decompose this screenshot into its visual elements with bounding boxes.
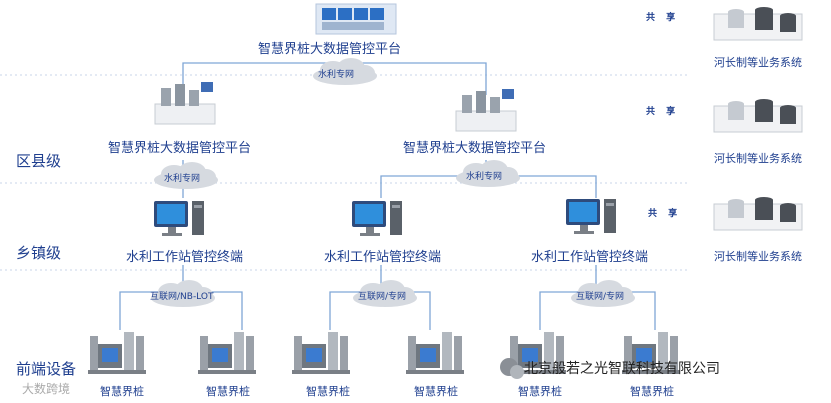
pile-label: 智慧界桩 xyxy=(630,385,674,398)
pile-label: 智慧界桩 xyxy=(414,385,458,398)
share-label: 共 享 xyxy=(646,107,680,117)
top-platform-label: 智慧界桩大数据管控平台 xyxy=(258,42,402,57)
wechat-icon xyxy=(500,358,524,379)
boundary-pile-icon xyxy=(198,332,256,374)
pile-label: 智慧界桩 xyxy=(306,385,350,398)
terminal-label: 水利工作站管控终端 xyxy=(324,250,442,265)
level-county: 区县级 xyxy=(16,152,62,170)
boundary-pile-icon xyxy=(292,332,350,374)
district-platform-label-right: 智慧界桩大数据管控平台 xyxy=(403,141,547,156)
connector-line xyxy=(329,265,382,330)
server-icon xyxy=(154,81,216,125)
share-label: 共 享 xyxy=(646,13,680,23)
business-system-label: 河长制等业务系统 xyxy=(714,56,802,69)
terminal-icon xyxy=(566,199,616,234)
business-system-icon xyxy=(713,98,803,133)
business-system-icon xyxy=(713,6,803,41)
district-platform-label-left: 智慧界桩大数据管控平台 xyxy=(108,141,252,156)
top-platform-icon xyxy=(315,3,397,35)
cloud-label: 互联网/专网 xyxy=(358,292,407,302)
connector-line xyxy=(119,265,184,330)
cloud-label: 水利专网 xyxy=(164,174,201,184)
cloud-label: 互联网/专网 xyxy=(576,292,625,302)
watermark-source: 大数跨境 xyxy=(22,382,71,396)
level-frontend: 前端设备 xyxy=(16,360,77,378)
connector-line xyxy=(345,62,487,95)
level-township: 乡镇级 xyxy=(16,244,62,262)
connector-line xyxy=(539,265,597,330)
boundary-pile-icon xyxy=(88,332,146,374)
pile-label: 智慧界桩 xyxy=(206,385,250,398)
connector-line xyxy=(182,62,345,90)
business-system-icon xyxy=(713,196,803,231)
terminal-icon xyxy=(352,201,402,236)
cloud-label: 水利专网 xyxy=(466,172,503,182)
business-system-label: 河长制等业务系统 xyxy=(714,250,802,263)
terminal-label: 水利工作站管控终端 xyxy=(531,250,649,265)
pile-label: 智慧界桩 xyxy=(100,385,144,398)
business-system-label: 河长制等业务系统 xyxy=(714,152,802,165)
share-label: 共 享 xyxy=(648,209,682,219)
boundary-pile-icon xyxy=(406,332,464,374)
pile-label: 智慧界桩 xyxy=(518,385,562,398)
cloud-label: 水利专网 xyxy=(318,70,355,80)
cloud-label: 互联网/NB-LOT xyxy=(150,292,214,302)
terminal-icon xyxy=(154,201,204,236)
server-icon xyxy=(455,88,517,132)
connector-line xyxy=(486,175,597,198)
terminal-label: 水利工作站管控终端 xyxy=(126,250,244,265)
watermark-company: 北京般若之光智联科技有限公司 xyxy=(524,361,720,377)
